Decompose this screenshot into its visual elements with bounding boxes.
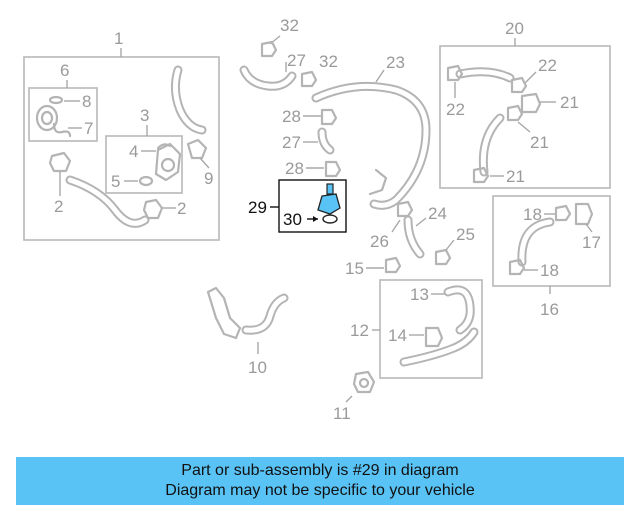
callout-8[interactable]: 8 [82, 92, 91, 111]
callout-6[interactable]: 6 [60, 61, 69, 80]
part-hose-24 [403, 215, 425, 259]
callout-32a[interactable]: 32 [280, 16, 299, 35]
callout-22a[interactable]: 22 [446, 100, 465, 119]
callout-21a[interactable]: 21 [530, 133, 549, 152]
part-clip-25 [434, 248, 452, 266]
part-clip-28a [320, 108, 338, 126]
callout-30[interactable]: 30 [283, 210, 302, 229]
callout-16[interactable]: 16 [540, 300, 559, 319]
callout-15[interactable]: 15 [345, 259, 364, 278]
part-clip-26 [396, 200, 414, 218]
callout-27[interactable]: 27 [282, 133, 301, 152]
part-clip-32a [260, 40, 278, 58]
callout-21b[interactable]: 21 [506, 167, 525, 186]
callout-12[interactable]: 12 [350, 321, 369, 340]
callout-14[interactable]: 14 [388, 326, 407, 345]
info-banner: Part or sub-assembly is #29 in diagram D… [16, 457, 624, 505]
part-fitting-20 [520, 92, 542, 114]
part-clip-15 [384, 256, 402, 274]
part-hose-31 [239, 65, 297, 91]
part-pipe-14 [399, 326, 479, 367]
callout-9[interactable]: 9 [204, 169, 213, 188]
group-box-19 [439, 45, 611, 189]
callout-32b[interactable]: 32 [319, 52, 338, 71]
part-hose-1 [65, 175, 150, 228]
callout-26[interactable]: 26 [370, 232, 389, 251]
part-hose-27 [317, 127, 335, 155]
callout-13[interactable]: 13 [410, 285, 429, 304]
callout-28a[interactable]: 28 [282, 107, 301, 126]
part-clamp-22a [446, 64, 464, 82]
callout-7[interactable]: 7 [84, 119, 93, 138]
callout-18a[interactable]: 18 [523, 205, 542, 224]
group-box-6 [28, 87, 98, 142]
group-box-16 [492, 195, 611, 287]
part-fitting-17 [574, 202, 594, 226]
part-sensor-6 [35, 95, 72, 138]
part-clip-28b [324, 160, 342, 178]
part-clamp-22b [510, 76, 528, 94]
part-pipe-23 [311, 81, 431, 210]
callout-3[interactable]: 3 [140, 106, 149, 125]
part-hose-13 [443, 285, 475, 335]
callout-10[interactable]: 10 [248, 358, 267, 377]
callout-4[interactable]: 4 [129, 142, 138, 161]
callout-19[interactable]: 20 [505, 19, 524, 38]
callout-29[interactable]: 29 [248, 198, 267, 217]
part-oring-5 [138, 175, 154, 187]
group-box-29[interactable] [278, 179, 347, 233]
part-oring-30 [322, 214, 338, 224]
part-hose-upper [170, 65, 207, 135]
part-hose-16 [517, 217, 555, 267]
part-clip-32b [300, 70, 318, 88]
callout-25[interactable]: 25 [456, 225, 475, 244]
part-hose-10 [206, 286, 289, 340]
callout-24[interactable]: 24 [428, 204, 447, 223]
part-valve-4 [154, 142, 182, 182]
callout-23[interactable]: 23 [386, 53, 405, 72]
callout-5[interactable]: 5 [111, 172, 120, 191]
part-hose-19 [455, 67, 515, 177]
callout-18b[interactable]: 18 [540, 261, 559, 280]
group-box-3 [105, 135, 183, 194]
part-clamp-2b [142, 198, 164, 220]
part-clamp-18a [554, 204, 572, 222]
part-fitting-11 [352, 370, 376, 394]
part-29-highlighted[interactable] [317, 183, 341, 215]
callout-2b[interactable]: 2 [177, 199, 186, 218]
part-clamp-21a [506, 104, 524, 122]
part-clamp-2a [48, 151, 72, 173]
callout-11[interactable]: 11 [333, 404, 351, 423]
group-box-12 [379, 279, 483, 379]
callout-20[interactable]: 21 [560, 93, 579, 112]
part-clamp-21b [472, 166, 490, 184]
callout-31[interactable]: 27 [287, 51, 306, 70]
part-clamp-9 [186, 138, 208, 160]
parts-diagram: 1 6 8 7 3 4 5 2 2 [23, 16, 611, 423]
banner-line-1: Part or sub-assembly is #29 in diagram [181, 462, 459, 479]
banner-line-2: Diagram may not be specific to your vehi… [165, 482, 475, 499]
part-clamp-18b [508, 258, 526, 276]
callout-1[interactable]: 1 [114, 29, 123, 48]
callout-2a[interactable]: 2 [54, 197, 63, 216]
callout-22b[interactable]: 22 [538, 56, 557, 75]
callout-28b[interactable]: 28 [285, 159, 304, 178]
callout-17[interactable]: 17 [582, 233, 601, 252]
